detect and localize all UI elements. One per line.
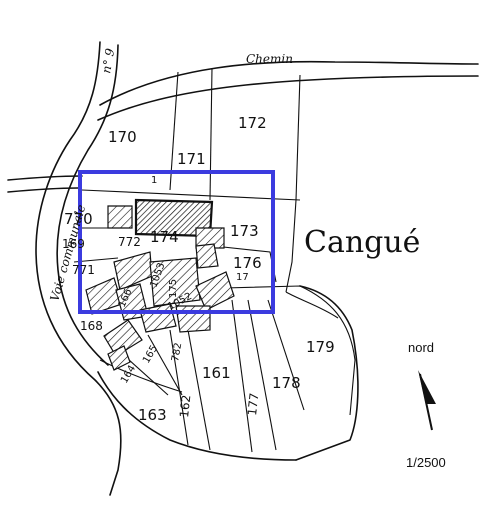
parcel-173: 173 (230, 222, 259, 240)
parcel-162: 162 (177, 394, 193, 418)
parcel-161: 161 (202, 364, 231, 382)
parcel-178: 178 (272, 374, 301, 392)
north-arrow-icon (418, 370, 436, 431)
parcel-782: 782 (170, 342, 184, 363)
parcel-177: 177 (245, 392, 261, 416)
highlight-frame (78, 170, 275, 314)
road-label-chemin: Chemin (246, 52, 293, 66)
parcel-771: 771 (72, 263, 95, 277)
parcel-174: 174 (150, 228, 179, 246)
parcel-770: 770 (64, 210, 93, 228)
parcel-169: 169 (62, 237, 85, 251)
parcel-772: 772 (118, 235, 141, 249)
parcel-164: 164 (119, 363, 138, 385)
parcel-17x: 17 (236, 272, 249, 283)
parcel-172: 172 (238, 114, 267, 132)
parcel-175: 175 (168, 279, 179, 298)
parcel-165: 165 (141, 343, 160, 365)
north-label: nord (408, 340, 434, 355)
scale-label: 1/2500 (406, 455, 446, 470)
parcel-171: 171 (177, 150, 206, 168)
parcel-163: 163 (138, 406, 167, 424)
road-label-chemin-number: n° 9 (99, 47, 117, 75)
parcel-176: 176 (233, 254, 262, 272)
parcel-1x: 1 (151, 175, 157, 186)
road-lines (7, 41, 479, 496)
place-name: Cangué (304, 225, 420, 260)
parcel-168: 168 (80, 319, 103, 333)
parcel-179: 179 (306, 338, 335, 356)
buildings (85, 198, 235, 371)
parcel-170: 170 (108, 128, 137, 146)
